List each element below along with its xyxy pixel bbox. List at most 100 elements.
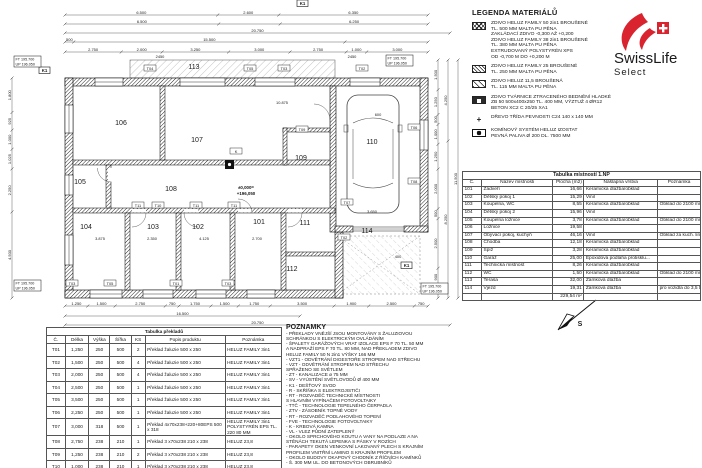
svg-text:UP 196.050: UP 196.050 xyxy=(16,63,35,67)
note-line: - Š. 300 MM UL. DO BETONOVÝCH OBRUBNÍKŮ xyxy=(286,459,392,465)
table-cell: T05 xyxy=(46,393,66,407)
svg-text:T11: T11 xyxy=(193,203,199,208)
table-cell: 238 xyxy=(88,447,111,462)
table-cell: Koupelna ložnice xyxy=(481,216,554,226)
table-cell xyxy=(481,292,554,302)
dim-label: 1.025 xyxy=(7,153,12,164)
table-cell: 500 xyxy=(109,405,132,419)
table-cell: Šířka xyxy=(109,335,132,344)
table-cell: 102 xyxy=(461,193,483,203)
dim-label: 400 xyxy=(395,254,402,259)
note-line: - K1 - DEŠŤOVÝ SVOD xyxy=(286,382,336,388)
note-line: - VL - VLEZ PŮDNÍ ZATEPLENÝ xyxy=(286,428,355,434)
table-cell: Překlad žaluzie 500 x 250 xyxy=(144,355,226,369)
room-label-104: 104 xyxy=(80,224,92,231)
note-line: - OKOLO SPRCHOVÉHO KOUTU A VANY NA PODLA… xyxy=(286,434,418,440)
axis-mark xyxy=(400,261,413,269)
table-cell: T02 xyxy=(46,355,66,369)
lintel-mark xyxy=(169,279,183,287)
note-line: PROFILEM VNITŘNÍ LAMINO S KRAJNÍM PROFIL… xyxy=(286,449,401,455)
dim-label: 1.000 xyxy=(7,134,12,145)
note-line: A NADPRAŽÍ EPS F 70 TL. 80 MM, NAD PŘEKL… xyxy=(286,346,418,352)
table-cell: HELUZ FAMILY 3in1 xyxy=(224,355,282,369)
note-line: - K - KRBOVÁ KAMNA xyxy=(286,423,334,429)
terrace-paving xyxy=(129,59,336,79)
table-cell: 229,54 m² xyxy=(552,292,585,302)
wall-115-hatch-icon xyxy=(472,80,486,89)
table-cell: 500 xyxy=(109,368,132,382)
table-cell: Překlad 4x70x238+220+80EPS 500 x 318 xyxy=(144,417,226,437)
table-cell: 1,250 xyxy=(64,343,90,357)
table-cell: 108 xyxy=(461,239,483,248)
table-row: Tabulka místností 1.NP xyxy=(462,171,701,180)
dim-label: 1.750 xyxy=(249,301,260,306)
table-cell: 210 xyxy=(109,447,132,462)
table-cell: 8,26 xyxy=(552,262,585,271)
windows xyxy=(64,77,429,299)
table-cell: 1,250 xyxy=(64,447,90,462)
lintel-mark xyxy=(295,125,309,133)
dim-label: 15.500 xyxy=(203,37,216,42)
north-arrow-icon: S xyxy=(557,299,597,331)
table-cell: 1 xyxy=(130,380,146,394)
dim-label: 2.000 xyxy=(433,183,438,194)
table-cell: 250 xyxy=(88,355,111,369)
dim-label: 1.800 xyxy=(7,89,12,100)
svg-text:UP 196.050: UP 196.050 xyxy=(423,290,442,294)
table-cell: 3,78 xyxy=(552,216,585,226)
note-line: SPŘAŽENO SE SVĚTLEM xyxy=(286,367,343,373)
table-cell: Dětský pokoj 1 xyxy=(481,193,554,203)
lintel-mark xyxy=(243,64,257,72)
lintel-mark xyxy=(407,177,421,185)
table-cell: 46,16 xyxy=(552,231,585,241)
chimney-icon xyxy=(472,129,486,138)
dim-label: 500 xyxy=(66,37,73,42)
svg-text:FT 195.700: FT 195.700 xyxy=(16,282,35,286)
room-label-103: 103 xyxy=(147,224,159,231)
dim-label: 16.500 xyxy=(176,311,189,316)
table-cell: Plocha (m2) xyxy=(552,178,585,188)
svg-text:UP 196.050: UP 196.050 xyxy=(16,287,35,291)
table-cell: 12,18 xyxy=(552,239,585,248)
table-cell: 4 xyxy=(130,368,146,382)
garage-door xyxy=(352,226,405,232)
legend-title: LEGENDA MATERIÁLŮ xyxy=(472,8,558,17)
dim-label: 1.750 xyxy=(190,301,201,306)
svg-text:T04: T04 xyxy=(147,66,155,71)
table-cell: 238 xyxy=(88,460,111,468)
table-cell: Vinil xyxy=(583,231,659,241)
table-cell: Keramická dlažba/obklad xyxy=(583,269,659,279)
table-cell: Překlad žaluzie 500 x 250 xyxy=(144,393,226,407)
svg-text:T11: T11 xyxy=(135,203,141,208)
table-cell: 1 xyxy=(130,405,146,419)
table-cell: T04 xyxy=(46,380,66,394)
room-label-107: 107 xyxy=(191,137,203,144)
floor-plan: 1011021031041051061071081091101111121131… xyxy=(7,0,460,327)
dim-label: 1.000 xyxy=(351,47,362,52)
table-cell: 106 xyxy=(461,224,483,233)
note-line: - R - SKŘÍŇKA S ELEKTROJISTIČI xyxy=(286,387,360,393)
note-line: - RT - ROZVADĚČ TECHNICKÉ MÍSTNOSTI xyxy=(286,392,380,398)
legend-item-text: DŘEVO TŘÍDA PEVNOSTI C24 140 x 140 MM xyxy=(491,115,593,121)
legend-item: ZDIVO TVÁRNICE ZTRACENÉHO BEDNĚNÍ HLADKÉ… xyxy=(472,95,642,112)
table-cell: 15,29 xyxy=(552,193,585,203)
table-cell: 250 xyxy=(88,368,111,382)
notes-title: POZNÁMKY xyxy=(286,324,327,331)
table-cell: WC xyxy=(481,269,554,279)
svg-text:T06: T06 xyxy=(411,125,418,130)
dim-label: 3.000 xyxy=(254,47,265,52)
